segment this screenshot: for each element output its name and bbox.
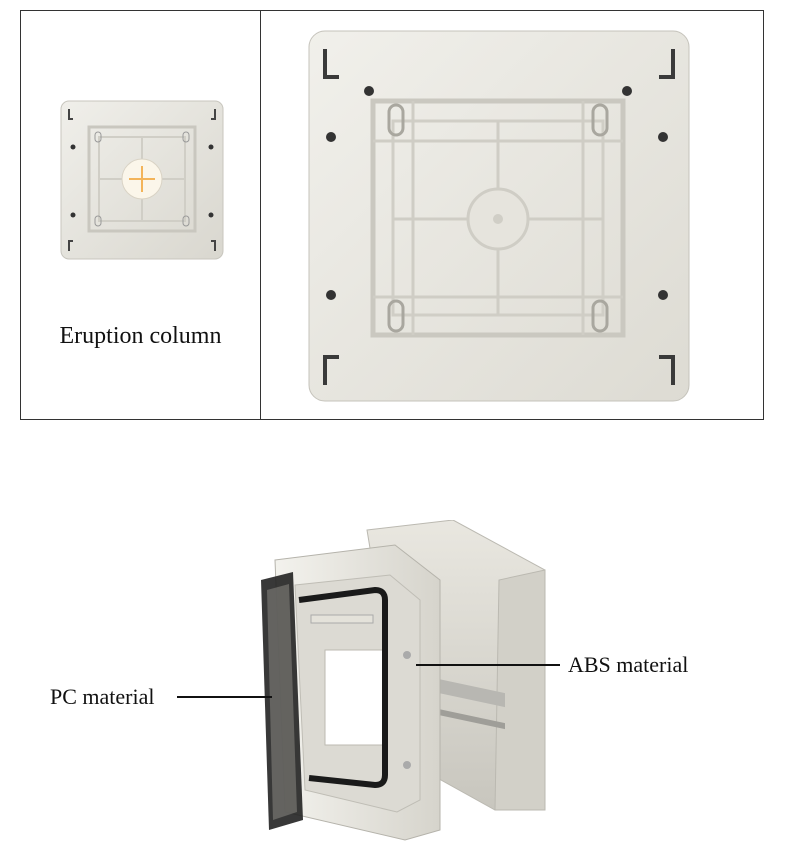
eruption-column-caption: Eruption column [59, 323, 222, 349]
large-box-back-image [308, 30, 690, 402]
abs-material-label: ABS material [568, 652, 689, 677]
pc-material-label: PC material [50, 684, 155, 709]
top-panel-frame: Eruption column [20, 10, 764, 420]
panel-divider [260, 11, 261, 419]
small-box-back-image [60, 100, 224, 260]
